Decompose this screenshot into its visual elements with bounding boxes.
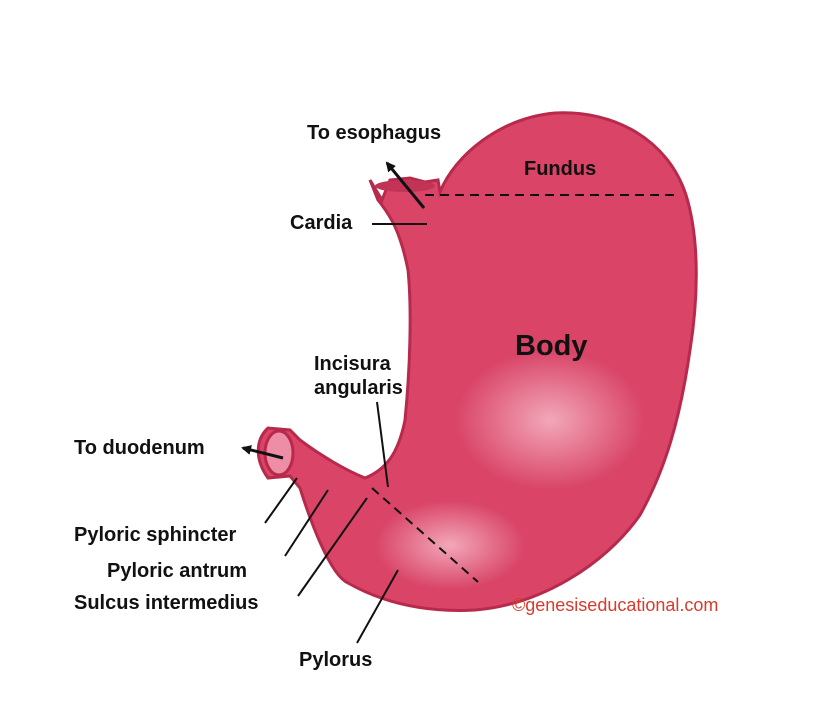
antrum-boundary xyxy=(371,487,479,583)
pylorus-leader xyxy=(356,569,399,644)
label-sulcus-intermedius: Sulcus intermedius xyxy=(74,592,259,614)
copyright-credit: ©genesiseducational.com xyxy=(512,595,719,615)
pyloric-sphincter-leader xyxy=(264,477,298,524)
duodenum-arrow xyxy=(241,445,284,460)
label-fundus: Fundus xyxy=(524,158,597,180)
label-incisura-line1: Incisura xyxy=(314,353,391,375)
label-pyloric-antrum: Pyloric antrum xyxy=(107,560,248,582)
pyloric-antrum-leader xyxy=(284,489,329,557)
label-pylorus: Pylorus xyxy=(299,649,373,671)
label-pyloric-sphincter: Pyloric sphincter xyxy=(74,524,237,546)
label-body: Body xyxy=(515,330,588,362)
duodenum-opening xyxy=(263,429,295,477)
label-cardia: Cardia xyxy=(290,212,353,234)
antrum-highlight xyxy=(375,500,525,590)
label-to-esophagus: To esophagus xyxy=(307,122,442,144)
label-to-duodenum: To duodenum xyxy=(74,437,205,459)
stomach-shape xyxy=(256,111,698,612)
sulcus-intermedius-leader xyxy=(297,497,368,597)
incisura-leader xyxy=(376,401,389,488)
body-highlight xyxy=(455,350,645,490)
label-incisura-line2: angularis xyxy=(314,377,403,399)
esophagus-arrow xyxy=(385,161,426,209)
label-incisura-angularis: Incisura angularis xyxy=(314,352,403,400)
